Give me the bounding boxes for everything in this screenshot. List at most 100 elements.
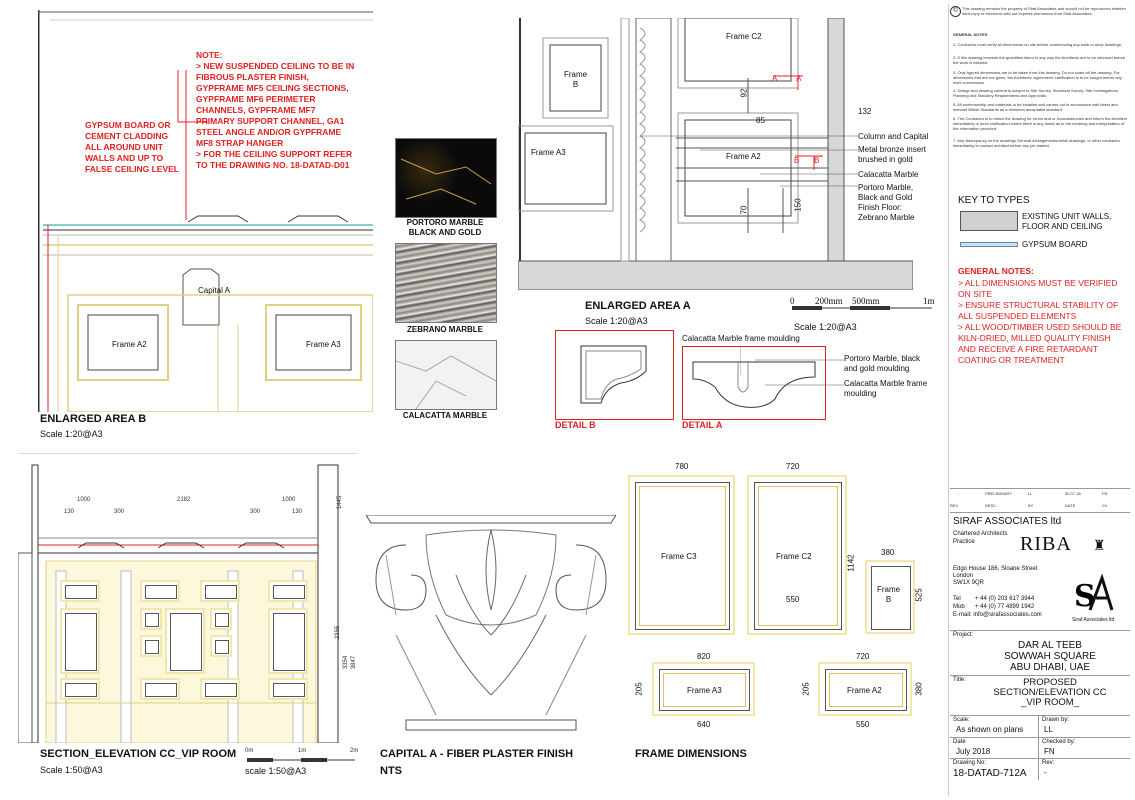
- capital-a-label: Capital A: [198, 286, 231, 295]
- drawn-label: Drawn by:: [1042, 717, 1070, 723]
- detail-callout-2: Portoro Marble, black and gold moulding: [844, 354, 921, 373]
- section-mark-b: B: [794, 156, 800, 165]
- checked-label: Checked by:: [1042, 739, 1076, 745]
- rev-row-by: LL: [1028, 491, 1033, 496]
- detail-callout-3: Calacatta Marble frame moulding: [844, 379, 928, 398]
- detail-b-box: [555, 330, 674, 420]
- fd-720b: 720: [856, 652, 870, 661]
- area-a-scale-bar: [792, 306, 932, 310]
- frame-b: [865, 560, 915, 634]
- notes-panel: [948, 4, 1132, 796]
- enlarged-a-title: ENLARGED AREA A: [585, 300, 691, 312]
- section-cc-scale: Scale 1:50@A3: [40, 765, 103, 775]
- tel-label: Tel: [953, 596, 961, 602]
- callout-portoro-floor: Portoro Marble, Black and Gold Finish Fl…: [858, 183, 915, 222]
- general-note-5: 5. All workmanship and materials to be i…: [953, 102, 1118, 112]
- frame-a2: [818, 662, 912, 716]
- title-value: PROPOSED SECTION/ELEVATION CC _VIP ROOM_: [993, 677, 1107, 708]
- fd-820: 820: [697, 652, 711, 661]
- zebrano-marble-label: ZEBRANO MARBLE: [407, 325, 483, 334]
- project-value: DAR AL TEEB SOWWAH SQUARE ABU DHABI, UAE: [1004, 640, 1096, 673]
- fd-640: 640: [697, 720, 711, 729]
- section-mark-b2: B: [814, 156, 820, 165]
- fd-550b: 550: [856, 720, 870, 729]
- project-label: Project:: [953, 632, 974, 638]
- mob-value: + 44 (0) 77 4899 1942: [975, 604, 1035, 610]
- cc-dim-300a: 300: [114, 509, 125, 515]
- cc-scale-bar: [247, 758, 355, 762]
- checked-value: FN: [1044, 747, 1055, 756]
- frame-c3-label: Frame C3: [661, 552, 697, 561]
- dwg-value: 18-DATAD-712A: [953, 768, 1027, 779]
- cc-dim-2182: 2182: [177, 497, 191, 503]
- general-note-3: 3. Only figured dimensions are to be tak…: [953, 70, 1122, 85]
- area-b-linework: [36, 10, 374, 413]
- fd-205a: 205: [634, 682, 644, 696]
- section-mark-a2: A: [796, 74, 802, 83]
- date-label: Date: [953, 739, 966, 745]
- cc-dim-1000b: 1000: [282, 497, 296, 503]
- portoro-marble-label: PORTORO MARBLE BLACK AND GOLD: [406, 218, 484, 237]
- detail-callout-1: Calacatta Marble frame moulding: [682, 334, 800, 343]
- enlarged-area-a-drawing: [517, 17, 914, 291]
- rev-row-date: 30.07.18: [1065, 491, 1081, 496]
- rev-hdr-rev: REV: [950, 503, 959, 508]
- fd-1142: 1142: [846, 554, 856, 572]
- dwg-label: Drawing No:: [953, 760, 987, 766]
- fd-550: 550: [786, 595, 800, 604]
- capital-sub: NTS: [380, 765, 402, 777]
- detail-a-label: DETAIL A: [682, 420, 723, 430]
- ceiling-note: NOTE: > NEW SUSPENDED CEILING TO BE IN F…: [196, 50, 355, 170]
- rev-hdr-desc: DESC: [985, 503, 997, 508]
- scale-label: Scale:: [953, 717, 970, 723]
- tb-line-7: [950, 758, 1130, 759]
- detail-leaders: [740, 347, 844, 386]
- cc-dim-300b: 300: [250, 509, 261, 515]
- dim-132: 132: [858, 107, 872, 116]
- rev-value: -: [1044, 768, 1047, 777]
- key-gypsum-label: GYPSUM BOARD: [1022, 240, 1088, 249]
- detail-a-box: [682, 346, 826, 420]
- rev-label: Rev:: [1042, 760, 1055, 766]
- copyright-icon: ©: [950, 6, 961, 17]
- svg-text:S: S: [1074, 579, 1096, 614]
- key-existing-swatch: [960, 211, 1018, 231]
- tel-value: + 44 (0) 203 617 3944: [975, 596, 1035, 602]
- rev-row-ch: FN: [1102, 491, 1108, 496]
- dim-92: 92: [739, 88, 749, 98]
- capital-title: CAPITAL A - FIBER PLASTER FINISH: [380, 748, 574, 760]
- section-mark-a: A: [772, 74, 778, 83]
- sa-logo-icon: S: [1070, 572, 1114, 616]
- bar-a-scale-label: Scale 1:20@A3: [794, 322, 857, 332]
- cc-dim-130b: 130: [292, 509, 303, 515]
- company-sub: Chartered Architects Practice: [953, 531, 1008, 545]
- fd-380: 380: [881, 548, 895, 557]
- copyright-text: This drawing remains the property of Sir…: [962, 6, 1127, 16]
- rev-row-rev: -: [958, 491, 960, 496]
- tb-line-5: [950, 715, 1130, 716]
- general-note-1: 1. Contractor must verify all dimensions…: [953, 42, 1122, 47]
- cc-dim-2356: 2356: [335, 625, 342, 640]
- frame-a3: [652, 662, 755, 716]
- red-notes-heading: GENERAL NOTES:: [958, 266, 1034, 276]
- company-name: SIRAF ASSOCIATES ltd: [953, 516, 1062, 527]
- bar-a-1m: 1m: [923, 296, 935, 306]
- frame-a2-label: Frame A2: [112, 340, 147, 349]
- cc-dim-1000a: 1000: [77, 497, 91, 503]
- drawn-value: LL: [1044, 725, 1053, 734]
- dim-85: 85: [756, 116, 765, 125]
- key-existing-label: EXISTING UNIT WALLS, FLOOR AND CEILING: [1022, 212, 1112, 231]
- general-note-2: 2. If this drawing exceeds the quantitie…: [953, 55, 1126, 65]
- frame-c2: [747, 475, 847, 635]
- frame-a3-label: Frame A3: [306, 340, 341, 349]
- enlarged-area-b-drawing: [36, 10, 374, 413]
- red-notes: > ALL DIMENSIONS MUST BE VERIFIED ON SIT…: [958, 278, 1122, 365]
- zebrano-marble-swatch: [395, 243, 497, 323]
- scale-value: As shown on plans: [956, 725, 1024, 734]
- rev-hdr-by: BY: [1028, 503, 1034, 508]
- rev-row-desc: PRELIMINARY: [985, 491, 1013, 496]
- general-notes-heading: GENERAL NOTES: [953, 32, 988, 37]
- title-label: Title:: [953, 677, 966, 683]
- email-value: E-mail: info@sirafassociates.com: [953, 612, 1042, 618]
- bar-a-200: 200mm: [815, 296, 843, 306]
